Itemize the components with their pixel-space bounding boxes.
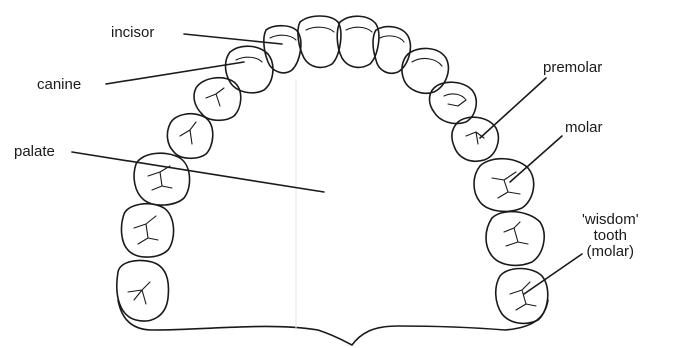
wisdom-tooth-label: 'wisdom' tooth (molar) <box>582 212 639 260</box>
left-second-premolar <box>167 114 212 159</box>
right-wisdom-tooth <box>496 269 548 324</box>
left-first-molar <box>134 153 190 205</box>
left-first-premolar <box>194 78 241 121</box>
wisdom-label-line-3: (molar) <box>582 244 639 260</box>
premolar-label: premolar <box>543 60 602 76</box>
wisdom-label-line-1: 'wisdom' <box>582 212 639 228</box>
left-central-incisor <box>298 16 341 67</box>
canine-label: canine <box>37 77 81 93</box>
left-wisdom-tooth <box>117 260 169 321</box>
molar-label: molar <box>565 120 603 136</box>
molar-leader-line <box>510 136 562 182</box>
canine-leader-line <box>106 62 244 84</box>
palate-outline <box>118 300 548 345</box>
right-first-molar <box>474 159 534 212</box>
wisdom-leader-line <box>524 254 582 294</box>
right-second-molar <box>486 212 544 266</box>
premolar-leader-line <box>480 78 546 138</box>
incisor-leader-line <box>184 34 282 44</box>
wisdom-label-line-2: tooth <box>582 228 639 244</box>
palate-label: palate <box>14 144 55 160</box>
left-lateral-incisor <box>264 26 301 73</box>
incisor-label: incisor <box>111 25 154 41</box>
left-second-molar <box>122 204 174 257</box>
